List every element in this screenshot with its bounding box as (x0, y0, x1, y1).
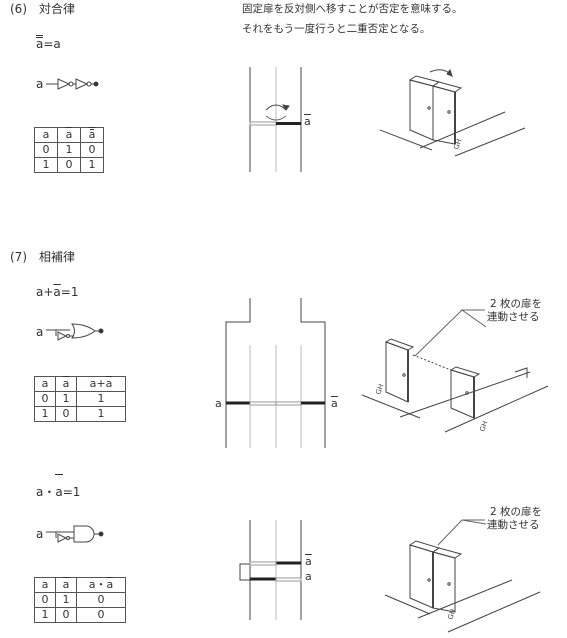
involution-formula: a =a (36, 35, 61, 51)
plan-and-bottom-label: a (305, 570, 312, 583)
th-a-and-not-a: a・a (76, 577, 126, 593)
callout-and-line-2: 連動させる (487, 519, 540, 531)
note-line-1: 固定扉を反対側へ移すことが否定を意味する。 (242, 3, 463, 15)
callout-and-line-1: 2 枚の扉を (490, 506, 543, 518)
formula-lhs: a (36, 37, 44, 51)
formula-rhs: =a (43, 37, 61, 51)
plan-or-left-label: a (215, 397, 222, 410)
section-7-title: (7) 相補律 (10, 250, 75, 264)
and-gate-symbol (46, 525, 104, 543)
door-plan-and (239, 520, 302, 620)
gate-input-label-or: a (36, 325, 44, 339)
door-plan-6 (249, 67, 302, 172)
cell: 0 (76, 607, 126, 623)
note-line-2: それをもう一度行うと二重否定となる。 (242, 23, 431, 35)
truth-table-6: a a a 0 1 0 1 0 1 (34, 127, 104, 173)
door-plan-or (225, 298, 326, 448)
callout-or-line-2: 連動させる (487, 311, 540, 323)
double-not-gate-symbol (46, 78, 99, 90)
plan-and-top-label: a (305, 555, 312, 568)
rail-label-and: GH (446, 608, 457, 621)
truth-table-or: a a a+a 0 1 1 1 0 1 (34, 376, 126, 422)
callout-or-line-1: 2 枚の扉を (490, 298, 543, 310)
gate-input-label-6: a (36, 77, 44, 91)
door-iso-and (384, 519, 541, 633)
plan-6-label: a (304, 115, 311, 128)
door-iso-or (361, 309, 549, 433)
cell: 1 (80, 157, 104, 173)
plan-or-right-label: a (331, 397, 338, 410)
cell: 1 (76, 406, 126, 422)
complement-or-formula: a+a=1 (36, 285, 79, 299)
section-6-title: (6) 対合律 (10, 2, 75, 16)
cell: 1 (34, 406, 56, 422)
rail-label-6: GH (452, 138, 463, 151)
or-gate-symbol (46, 323, 104, 341)
th-a-or-not-a: a+a (76, 376, 126, 392)
truth-table-and: a a a・a 0 1 0 1 0 0 (34, 577, 126, 623)
th-not-not-a: a (80, 127, 104, 143)
rail-label-or-2: GH (478, 420, 489, 433)
gate-input-label-and: a (36, 527, 44, 541)
rail-label-or-1: GH (374, 383, 385, 396)
complement-and-formula: a・a=1 (36, 474, 80, 498)
door-iso-6 (379, 68, 526, 157)
